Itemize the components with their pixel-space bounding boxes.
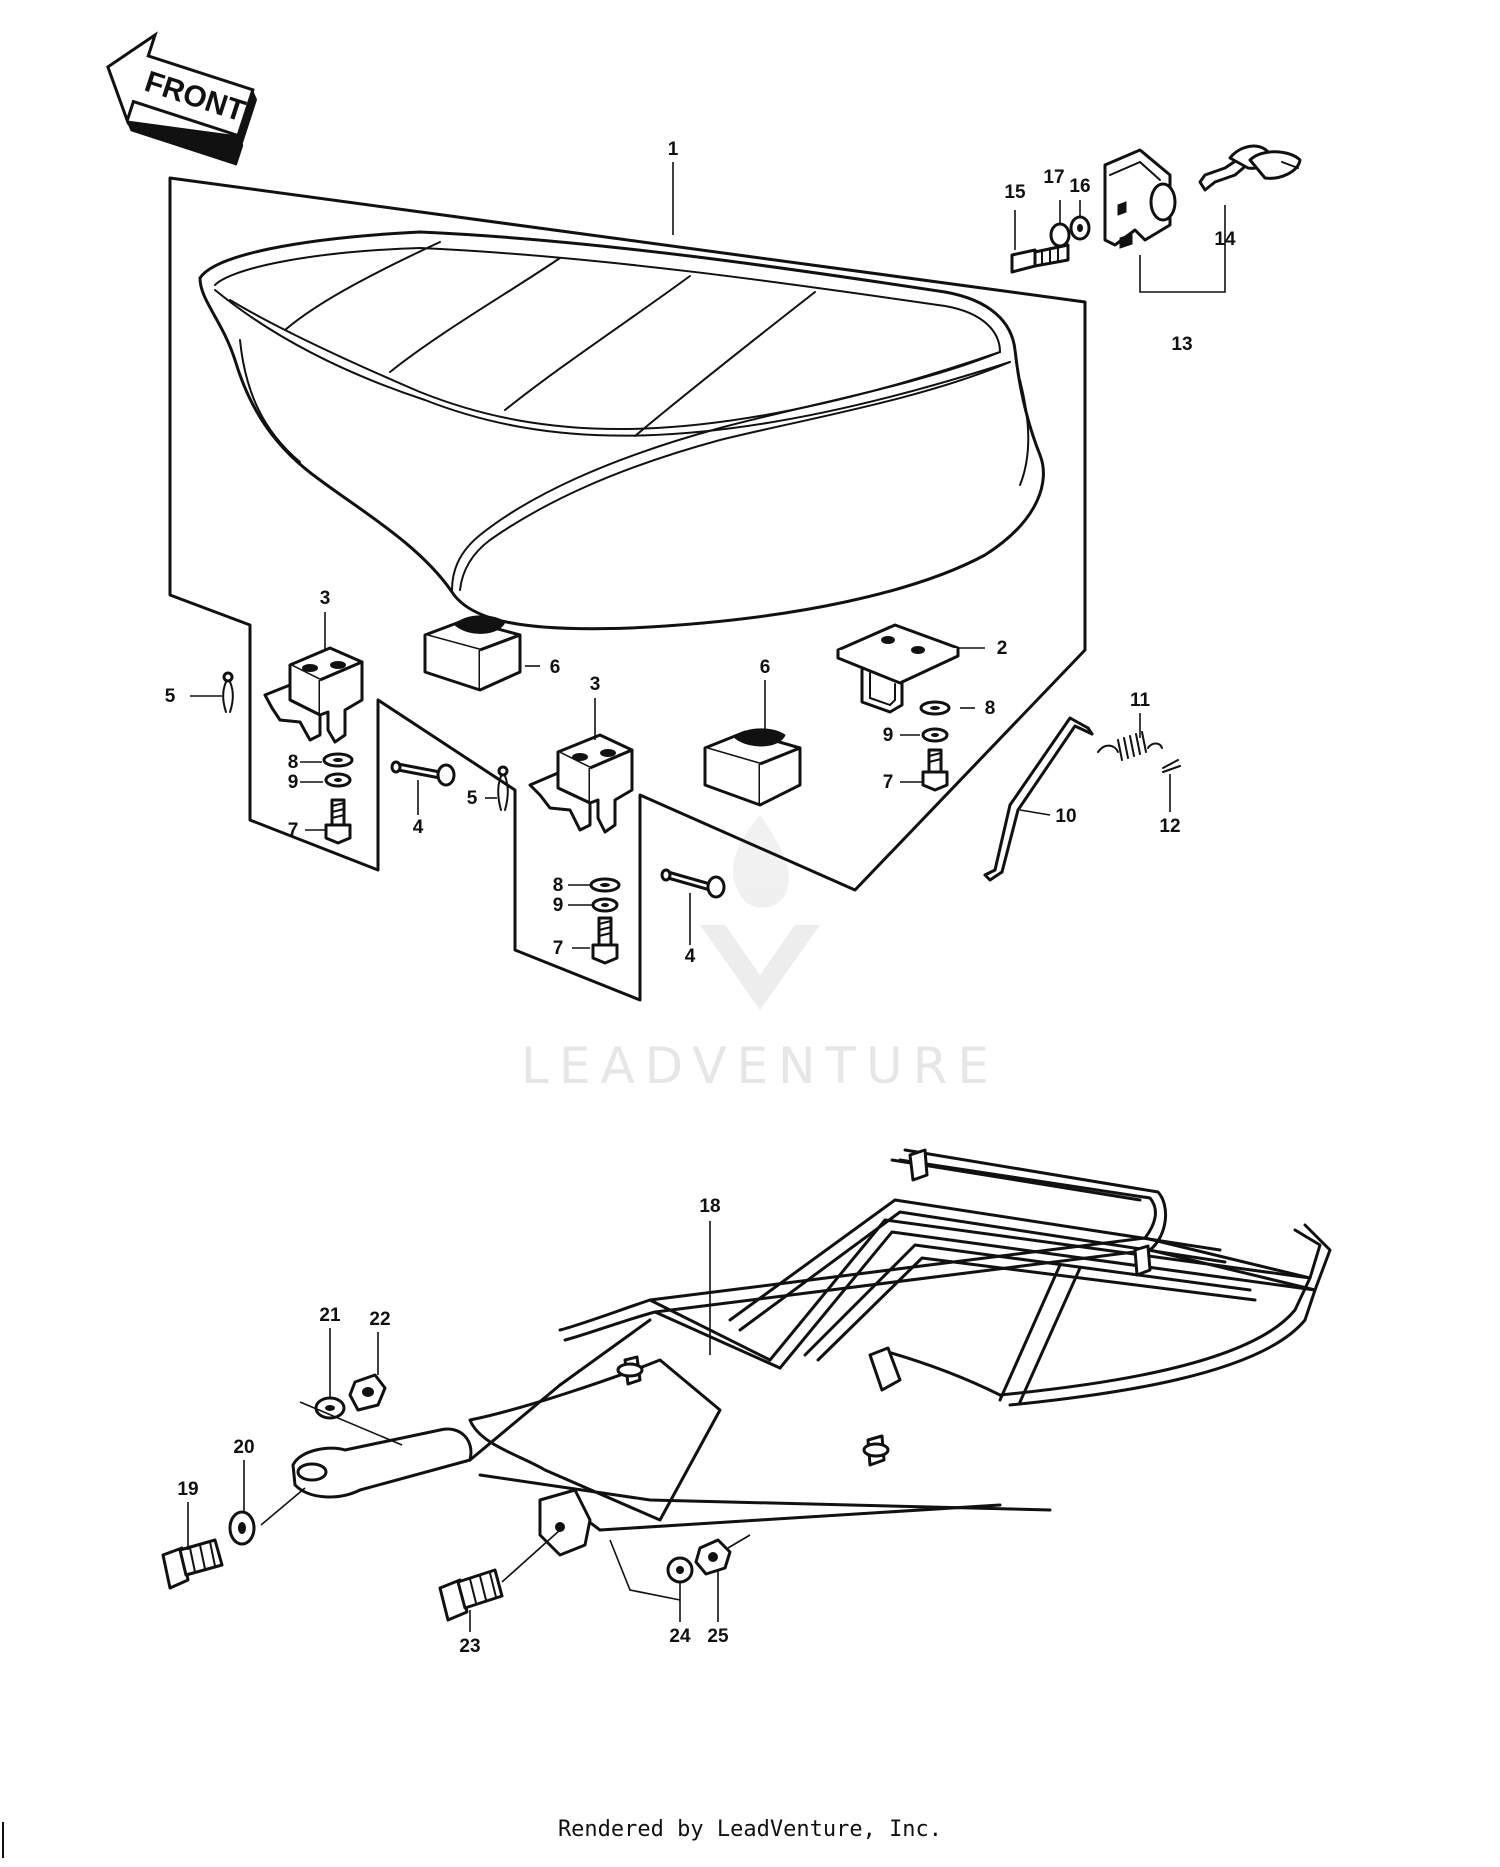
lock-bolt [1010,243,1070,274]
callout-4a: 4 [413,817,424,838]
callout-3b: 3 [590,674,601,695]
callout-16: 16 [1069,176,1090,197]
clip [1162,759,1181,773]
rack-washer-20 [228,1510,256,1546]
callout-9a: 9 [288,772,299,793]
callout-25: 25 [707,1626,729,1647]
callout-18: 18 [699,1196,720,1217]
callout-1: 1 [668,139,679,160]
leadventure-flame-v-logo [700,815,820,1010]
fastener-stack-center [589,877,621,965]
rack-nut-22 [348,1373,387,1412]
rack-nut-25 [694,1538,732,1576]
rack-bolt-19 [161,1538,224,1590]
left-edge-marker [2,1822,4,1858]
callout-9c: 9 [883,725,894,746]
callout-13: 13 [1171,334,1192,355]
callout-21: 21 [319,1305,341,1326]
footer-credit: Rendered by LeadVenture, Inc. [557,1817,943,1842]
carrier-rack [291,1148,1332,1557]
callout-14: 14 [1214,229,1236,250]
callout-7a: 7 [288,820,299,841]
callout-19: 19 [177,1479,198,1500]
callout-17: 17 [1043,167,1064,188]
callout-15: 15 [1004,182,1026,203]
callout-2: 2 [997,638,1008,659]
callout-8b: 8 [553,875,564,896]
callout-22: 22 [369,1309,390,1330]
front-arrow: FRONT [106,31,258,166]
watermark: LEADVENTURE [521,815,999,1095]
callout-10: 10 [1055,806,1076,827]
fastener-stack-left [322,752,354,845]
hinge-pin-right [660,868,726,899]
callout-3a: 3 [320,588,331,609]
callout-5b: 5 [467,788,478,809]
callout-8c: 8 [985,698,996,719]
rubber-block-right [703,728,802,807]
callout-7c: 7 [883,772,894,793]
rack-bolt-23 [438,1568,504,1622]
cotter-pin-center [497,765,509,811]
callout-6a: 6 [550,657,561,678]
cotter-pin-left [222,671,234,713]
callout-6b: 6 [760,657,771,678]
seat-assembly-boundary [168,176,1087,1002]
callout-11: 11 [1130,690,1151,711]
ignition-keys [1198,144,1302,192]
seat [198,230,1045,631]
hinge-pin-left [390,760,456,787]
callout-5a: 5 [165,686,176,707]
seat-bracket-center [528,733,634,834]
spring [1097,731,1163,761]
callout-9b: 9 [553,895,564,916]
callout-8a: 8 [288,752,299,773]
lock-washer-16 [1069,215,1091,241]
lock-washer-17 [1049,222,1071,248]
seat-hook-plate [836,623,960,714]
seat-lock-assembly [1103,148,1177,249]
callout-12: 12 [1159,816,1180,837]
callout-24: 24 [669,1626,691,1647]
callout-numbers: 1 2 3 3 4 4 5 5 6 6 7 7 7 8 8 8 9 9 9 10… [165,139,1236,1657]
callout-20: 20 [233,1437,254,1458]
seat-bracket-left [263,646,364,744]
seat-stay-rod [983,716,1094,882]
callout-23: 23 [459,1636,480,1657]
fastener-stack-right [919,700,951,792]
watermark-text: LEADVENTURE [521,1037,999,1095]
rack-washer-24 [666,1556,694,1584]
callout-7b: 7 [553,938,564,959]
rubber-block-left [423,615,522,692]
leader-lines [187,162,1226,1632]
callout-4b: 4 [685,946,696,967]
